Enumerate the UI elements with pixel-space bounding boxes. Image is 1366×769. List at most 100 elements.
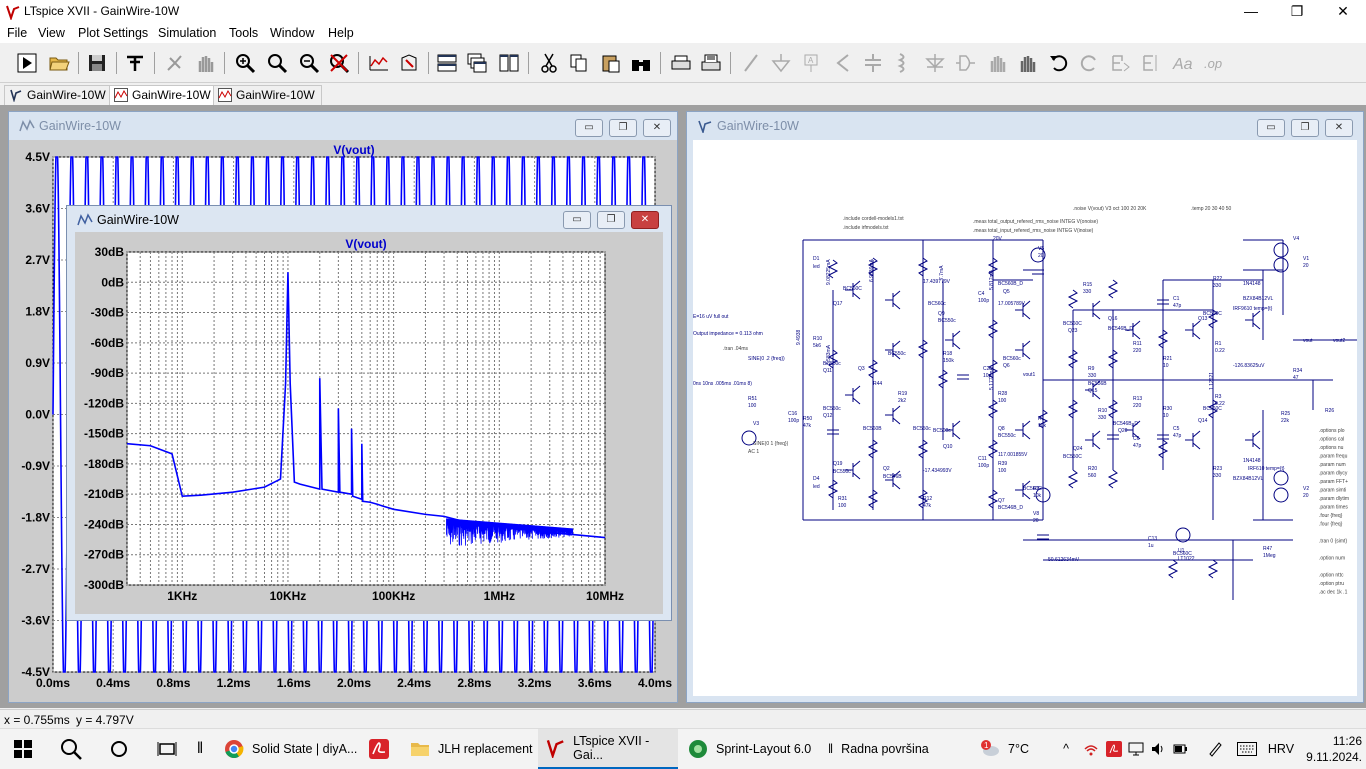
menu-simulation[interactable]: Simulation — [158, 26, 217, 40]
maximize-button[interactable]: ❐ — [1290, 3, 1304, 19]
clock[interactable]: 11:26 9.11.2024. — [1300, 729, 1362, 769]
pen-icon[interactable] — [1204, 729, 1226, 769]
taskbar-item-sprint-layout[interactable]: Sprint-Layout 6.0 — [680, 729, 828, 769]
schematic-text: 330 — [1083, 289, 1092, 295]
schematic-text: Q8 — [998, 426, 1005, 432]
taskbar-item-chrome[interactable]: Solid State | diyA... — [216, 729, 366, 769]
schematic-text: 100 — [998, 398, 1007, 404]
schematic-text: 100p — [788, 418, 799, 424]
taskbar-item-folder[interactable]: JLH replacement — [400, 729, 546, 769]
volume-icon[interactable] — [1148, 729, 1168, 769]
transistor-symbol — [1085, 300, 1101, 320]
close-button[interactable]: ✕ — [1337, 3, 1349, 19]
window-titlebar[interactable]: GainWire-10W ▭ ❐ ✕ — [9, 112, 677, 140]
schematic-drawing[interactable]: .noise V(vout) V3 oct 100 20 20K.temp 20… — [693, 140, 1357, 696]
menu-view[interactable]: View — [38, 26, 65, 40]
window-restore-button[interactable]: ❐ — [597, 211, 625, 229]
inductor-icon[interactable] — [890, 50, 916, 76]
schematic-text: BZX84B12VL — [1233, 476, 1264, 482]
schematic-canvas[interactable]: .noise V(vout) V3 oct 100 20 20K.temp 20… — [693, 140, 1357, 696]
menu-tools[interactable]: Tools — [229, 26, 259, 40]
weather-widget[interactable]: 1 7°C — [980, 729, 1042, 769]
menu-file[interactable]: File — [7, 26, 28, 40]
tab-waveform-2[interactable]: GainWire-10W — [213, 85, 322, 106]
move-icon[interactable] — [984, 50, 1010, 76]
chevron-up-icon[interactable]: ^ — [1063, 742, 1069, 756]
schematic-text: 10k — [1038, 423, 1047, 429]
tile-vertical-icon[interactable] — [496, 50, 522, 76]
save-icon[interactable] — [84, 50, 110, 76]
language-indicator[interactable]: HRV — [1267, 742, 1295, 756]
undo-icon[interactable] — [1046, 50, 1072, 76]
menu-window[interactable]: Window — [270, 26, 315, 40]
acrobat-tray-icon[interactable] — [1104, 729, 1124, 769]
diode-icon[interactable] — [922, 50, 948, 76]
start-button[interactable] — [0, 729, 46, 769]
cortana-button[interactable] — [96, 729, 142, 769]
schematic-text: U1 — [1178, 548, 1185, 554]
taskbar-item-acrobat[interactable] — [360, 729, 398, 769]
window-close-button[interactable]: ✕ — [1325, 119, 1353, 137]
cut-icon[interactable] — [536, 50, 562, 76]
battery-icon[interactable] — [1170, 729, 1190, 769]
zoom-in-icon[interactable] — [232, 50, 258, 76]
find-icon[interactable] — [628, 50, 654, 76]
ground-icon[interactable] — [768, 50, 794, 76]
cascade-icon[interactable] — [464, 50, 490, 76]
copy-icon[interactable] — [566, 50, 592, 76]
tab-schematic[interactable]: GainWire-10W — [4, 85, 113, 106]
minimize-button[interactable]: — — [1244, 3, 1258, 19]
print-icon[interactable] — [668, 50, 694, 76]
window-titlebar[interactable]: GainWire-10W ▭ ❐ ✕ — [687, 112, 1363, 140]
x-tick-label: 3.6ms — [578, 676, 612, 690]
control-panel-icon[interactable] — [122, 50, 148, 76]
menu-plot-settings[interactable]: Plot Settings — [78, 26, 149, 40]
schematic-text: 117.001855V — [998, 452, 1028, 458]
resistor-icon[interactable] — [830, 50, 856, 76]
drag-icon[interactable] — [1014, 50, 1040, 76]
taskbar-item-desktop[interactable]: ‖ Radna površina — [828, 742, 929, 756]
open-icon[interactable] — [46, 50, 72, 76]
task-view-button[interactable] — [144, 729, 190, 769]
pick-visible-traces-icon[interactable] — [162, 50, 188, 76]
window-close-button[interactable]: ✕ — [643, 119, 671, 137]
wire-icon[interactable] — [738, 50, 764, 76]
schematic-text: Q6 — [1003, 363, 1010, 369]
network-alert-icon[interactable] — [1080, 729, 1102, 769]
zoom-cancel-icon[interactable] — [326, 50, 352, 76]
pan-icon[interactable] — [192, 50, 218, 76]
window-minimize-button[interactable]: ▭ — [563, 211, 591, 229]
transistor-symbol — [845, 280, 861, 300]
tab-waveform-1[interactable]: GainWire-10W — [109, 85, 218, 106]
text-icon[interactable]: Aa — [1170, 50, 1196, 76]
capacitor-icon[interactable] — [860, 50, 886, 76]
redo-icon[interactable] — [1076, 50, 1102, 76]
component-icon[interactable] — [952, 50, 978, 76]
paste-icon[interactable] — [598, 50, 624, 76]
window-minimize-button[interactable]: ▭ — [575, 119, 603, 137]
spice-directive-icon[interactable]: .op — [1202, 50, 1228, 76]
window-restore-button[interactable]: ❐ — [609, 119, 637, 137]
menu-help[interactable]: Help — [328, 26, 354, 40]
zoom-out-icon[interactable] — [296, 50, 322, 76]
mark-icon[interactable] — [396, 50, 422, 76]
rotate-icon[interactable] — [1108, 50, 1134, 76]
search-button[interactable] — [48, 729, 94, 769]
tile-horizontal-icon[interactable] — [434, 50, 460, 76]
mirror-icon[interactable] — [1138, 50, 1164, 76]
resistor-symbol — [1067, 349, 1079, 369]
label-icon[interactable]: A — [798, 50, 824, 76]
print-setup-icon[interactable] — [698, 50, 724, 76]
run-icon[interactable] — [14, 50, 40, 76]
keyboard-icon[interactable] — [1234, 729, 1260, 769]
zoom-full-icon[interactable] — [264, 50, 290, 76]
window-restore-button[interactable]: ❐ — [1291, 119, 1319, 137]
window-titlebar[interactable]: GainWire-10W ▭ ❐ ✕ — [67, 206, 671, 232]
autorange-icon[interactable] — [366, 50, 392, 76]
window-close-button[interactable]: ✕ — [631, 211, 659, 229]
network-icon[interactable] — [1126, 729, 1146, 769]
window-minimize-button[interactable]: ▭ — [1257, 119, 1285, 137]
taskbar-item-ltspice[interactable]: LTspice XVII - Gai... — [538, 729, 678, 769]
